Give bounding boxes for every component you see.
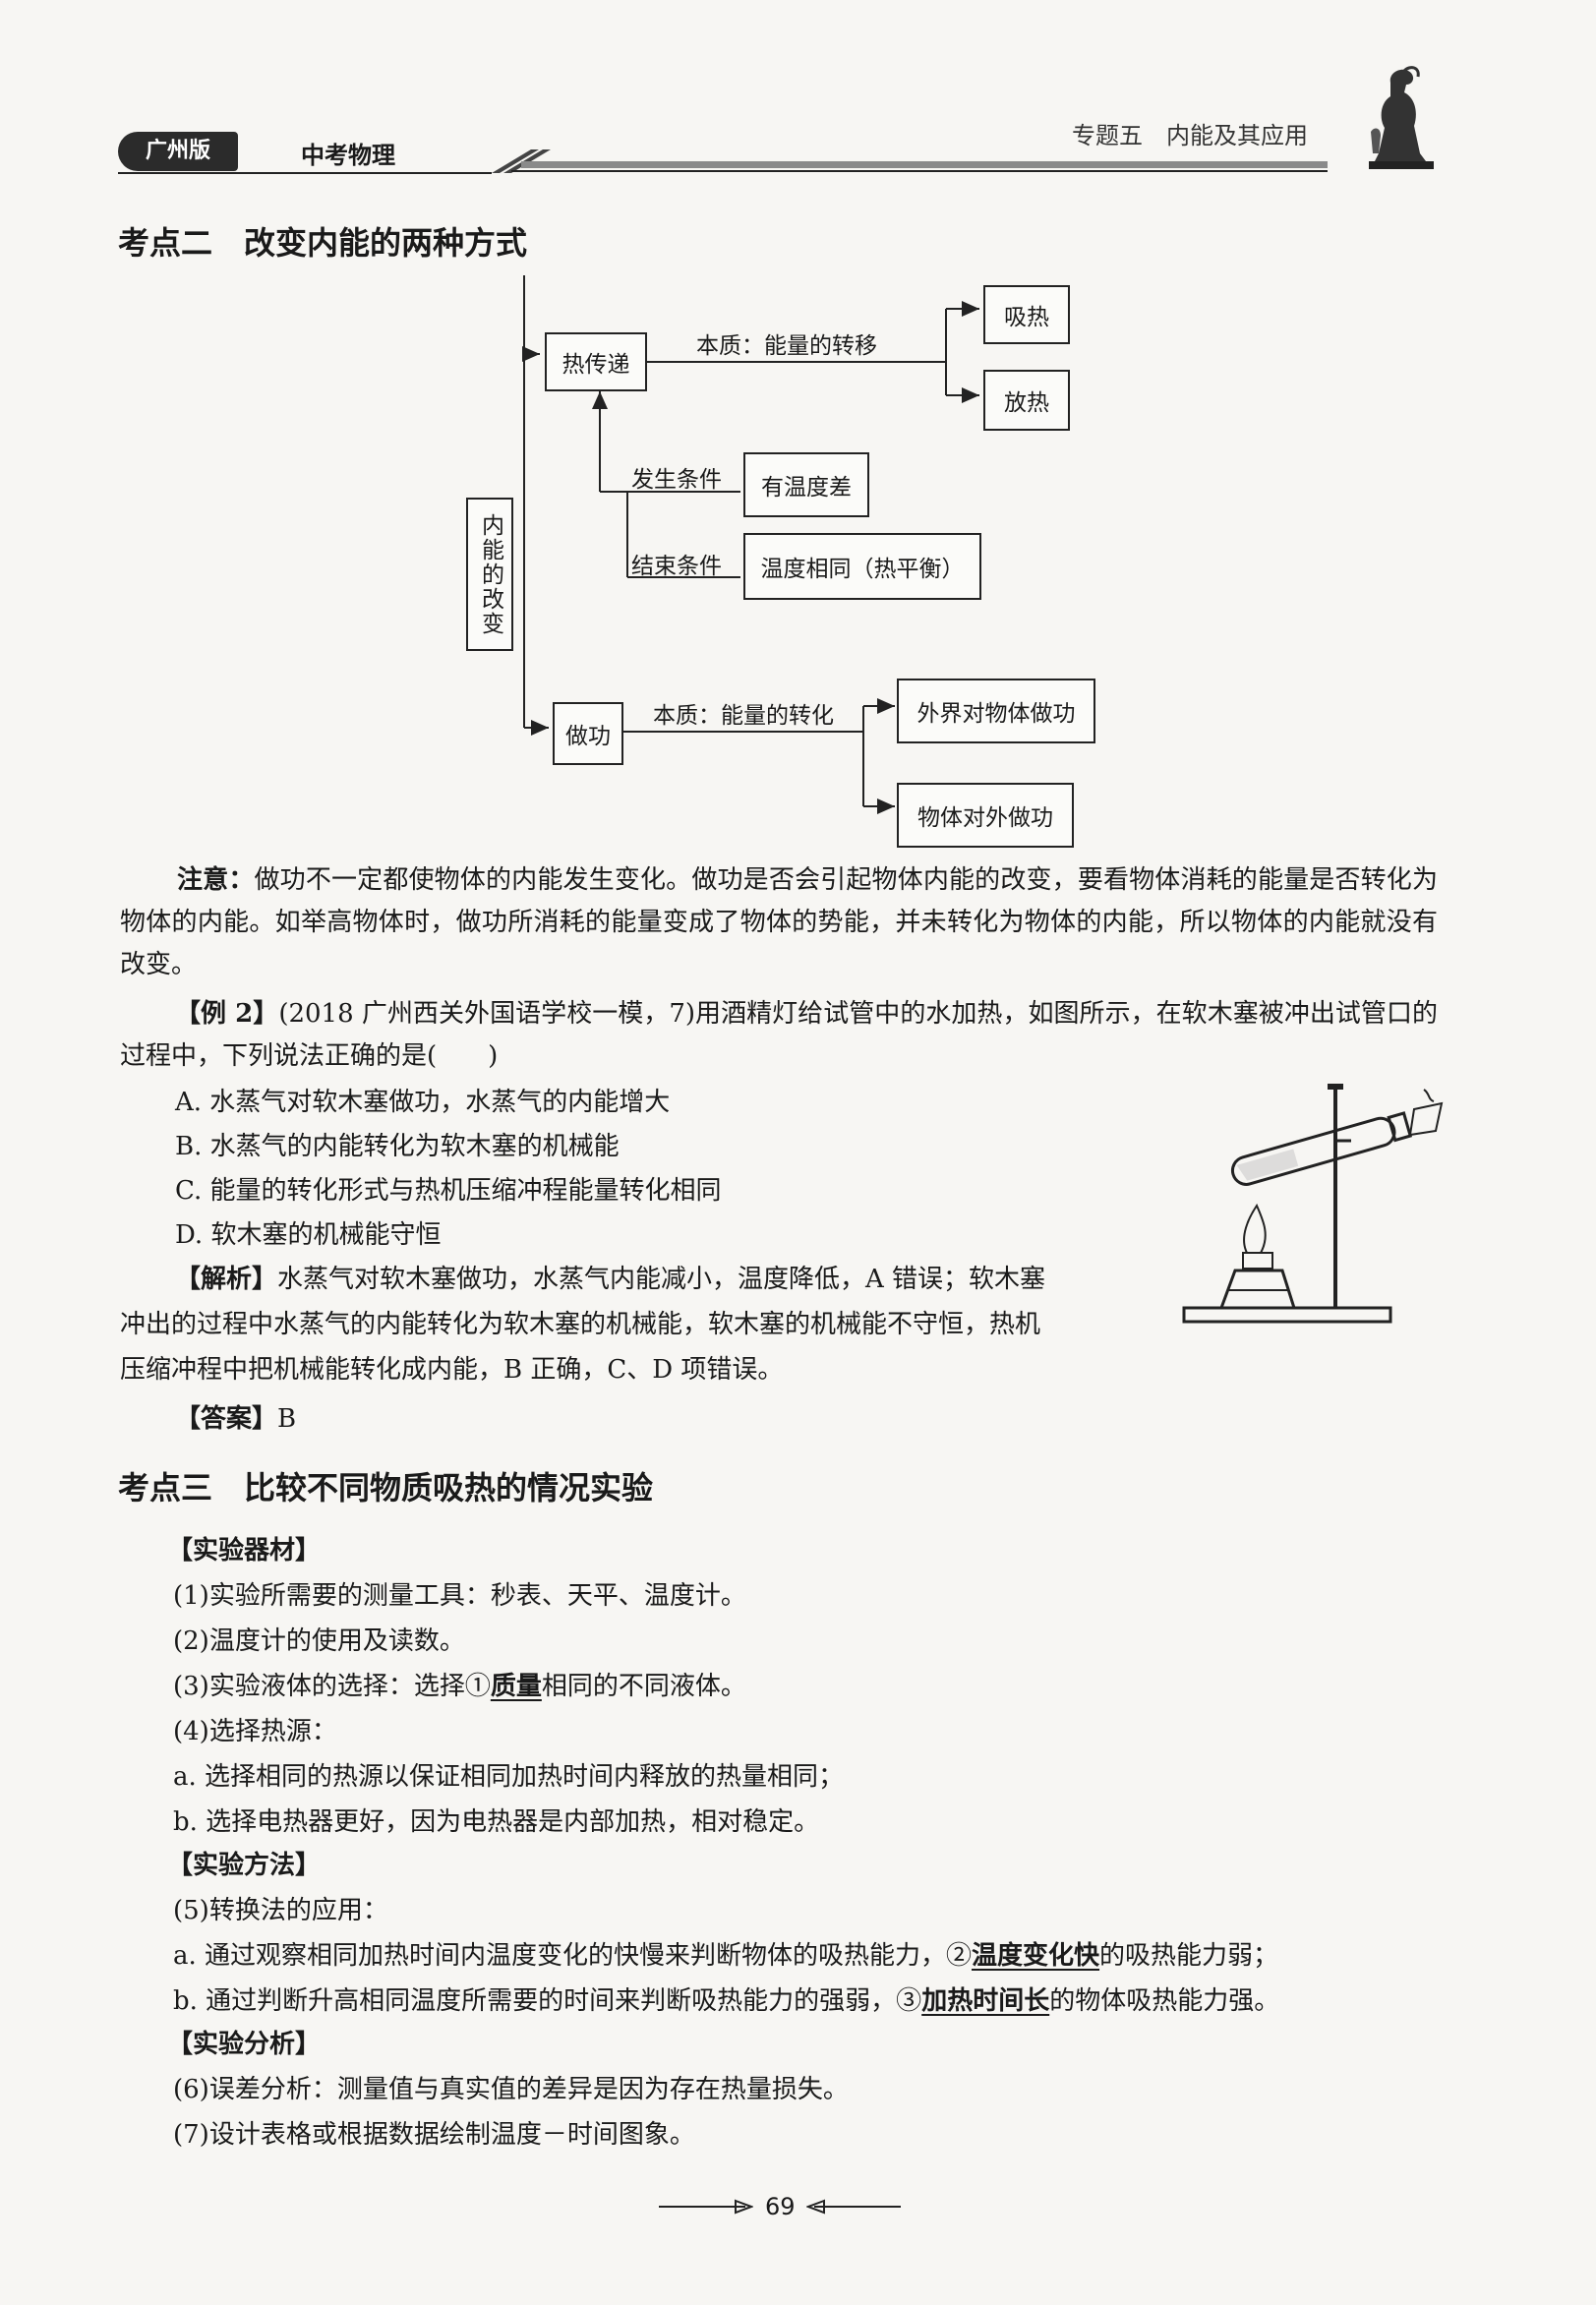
external-work-on-object-label: 外界对物体做功 xyxy=(916,701,1076,727)
temperature-difference-label: 有温度差 xyxy=(761,475,852,501)
materials-heading: 【实验器材】 xyxy=(167,1536,322,1566)
option-d: D. 软木塞的机械能守恒 xyxy=(175,1220,442,1250)
heat-transfer-essence: 本质：能量的转移 xyxy=(696,333,877,359)
object-does-work-box: 物体对外做功 xyxy=(897,783,1074,848)
diagram-connectors xyxy=(522,275,979,814)
topic-title: 专题五 内能及其应用 xyxy=(1072,122,1308,149)
item-3-key: 质量 xyxy=(490,1672,542,1701)
answer-value: B xyxy=(277,1404,297,1434)
item-5a-pre: a. 通过观察相同加热时间内温度变化的快慢来判断物体的吸热能力，② xyxy=(173,1941,973,1971)
heat-transfer-label: 热传递 xyxy=(562,352,630,378)
option-b: B. 水蒸气的内能转化为软木塞的机械能 xyxy=(175,1132,620,1161)
analysis-line-3: 压缩冲程中把机械能转化成内能，B 正确，C、D 项错误。 xyxy=(120,1355,784,1385)
answer-line: 【答案】B xyxy=(175,1398,296,1435)
note-text: 做功不一定都使物体的内能发生变化。做功是否会引起物体内能的改变，要看物体消耗的能… xyxy=(120,865,1438,979)
end-condition-label: 结束条件 xyxy=(631,554,722,579)
note-label: 注意： xyxy=(177,865,255,895)
item-5b-pre: b. 通过判断升高相同温度所需要的时间来判断吸热能力的强弱，③ xyxy=(173,1986,922,2016)
analysis-text-1: 水蒸气对软木塞做功，水蒸气内能减小，温度降低，A 错误；软木塞 xyxy=(277,1265,1046,1294)
release-heat-box: 放热 xyxy=(983,370,1070,431)
ram-statue-logo-icon xyxy=(1369,66,1434,169)
release-heat-label: 放热 xyxy=(1004,390,1049,416)
item-2: (2)温度计的使用及读数。 xyxy=(173,1626,465,1656)
item-1: (1)实验所需要的测量工具：秒表、天平、温度计。 xyxy=(173,1581,746,1611)
item-6: (6)误差分析：测量值与真实值的差异是因为存在热量损失。 xyxy=(173,2075,849,2104)
edition-badge: 广州版 xyxy=(118,132,238,171)
alcohol-lamp-test-tube-apparatus-icon xyxy=(1182,1084,1444,1324)
section-title-2: 考点二 改变内能的两种方式 xyxy=(118,224,528,262)
temperature-difference-box: 有温度差 xyxy=(743,452,869,517)
item-4: (4)选择热源： xyxy=(173,1717,337,1746)
example-question: 【例 2】(2018 广州西关外国语学校一模，7)用酒精灯给试管中的水加热，如图… xyxy=(120,993,1438,1078)
option-a: A. 水蒸气对软木塞做功，水蒸气的内能增大 xyxy=(175,1088,671,1117)
analysis-heading: 【实验分析】 xyxy=(167,2030,322,2059)
page-number-ornament-right xyxy=(806,2199,901,2215)
item-7: (7)设计表格或根据数据绘制温度－时间图象。 xyxy=(173,2120,695,2150)
item-5b-post: 的物体吸热能力强。 xyxy=(1049,1986,1280,2016)
item-5b: b. 通过判断升高相同温度所需要的时间来判断吸热能力的强弱，③加热时间长的物体吸… xyxy=(173,1980,1279,2017)
thermal-equilibrium-label: 温度相同（热平衡） xyxy=(760,557,965,582)
item-5a-post: 的吸热能力弱； xyxy=(1099,1941,1279,1971)
method-heading: 【实验方法】 xyxy=(167,1851,322,1880)
item-5b-key: 加热时间长 xyxy=(921,1986,1050,2016)
analysis-line-1: 【解析】水蒸气对软木塞做功，水蒸气内能减小，温度降低，A 错误；软木塞 xyxy=(175,1259,1045,1295)
diagram-root-box: 内能的改变 xyxy=(466,498,513,651)
example-question-text: (2018 广州西关外国语学校一模，7)用酒精灯给试管中的水加热，如图所示，在软… xyxy=(120,999,1438,1071)
diagram-root-label: 内能的改变 xyxy=(477,512,503,636)
start-condition-label: 发生条件 xyxy=(631,467,722,493)
answer-label: 【答案】 xyxy=(175,1404,278,1434)
work-label: 做功 xyxy=(565,724,611,749)
example-label: 【例 2】 xyxy=(175,999,279,1029)
item-5: (5)转换法的应用： xyxy=(173,1896,388,1925)
analysis-label: 【解析】 xyxy=(175,1265,278,1294)
item-5a-key: 温度变化快 xyxy=(972,1941,1100,1971)
thermal-equilibrium-box: 温度相同（热平衡） xyxy=(743,533,981,600)
item-3: (3)实验液体的选择：选择①质量相同的不同液体。 xyxy=(173,1666,746,1702)
item-4b: b. 选择电热器更好，因为电热器是内部加热，相对稳定。 xyxy=(173,1807,820,1837)
subject-title: 中考物理 xyxy=(301,142,395,169)
absorb-heat-box: 吸热 xyxy=(983,285,1070,344)
absorb-heat-label: 吸热 xyxy=(1004,305,1049,330)
page-number: 69 xyxy=(765,2193,796,2220)
note-paragraph: 注意：做功不一定都使物体的内能发生变化。做功是否会引起物体内能的改变，要看物体消… xyxy=(120,859,1438,986)
item-3-pre: (3)实验液体的选择：选择① xyxy=(173,1672,491,1701)
heat-transfer-box: 热传递 xyxy=(545,332,647,391)
section-title-3: 考点三 比较不同物质吸热的情况实验 xyxy=(118,1469,654,1507)
work-box: 做功 xyxy=(553,702,623,765)
item-4a: a. 选择相同的热源以保证相同加热时间内释放的热量相同； xyxy=(173,1762,845,1792)
item-5a: a. 通过观察相同加热时间内温度变化的快慢来判断物体的吸热能力，②温度变化快的吸… xyxy=(173,1935,1278,1972)
concept-diagram: 内能的改变 热传递 本质：能量的转移 吸热 放热 发生条件 有温度差 结束条件 … xyxy=(452,275,1121,856)
object-does-work-label: 物体对外做功 xyxy=(917,805,1053,831)
header-rule xyxy=(118,149,1328,174)
external-work-on-object-box: 外界对物体做功 xyxy=(897,679,1095,743)
option-c: C. 能量的转化形式与热机压缩冲程能量转化相同 xyxy=(175,1176,722,1206)
analysis-line-2: 冲出的过程中水蒸气的内能转化为软木塞的机械能，软木塞的机械能不守恒，热机 xyxy=(120,1310,1041,1339)
work-essence: 本质：能量的转化 xyxy=(653,703,834,729)
item-3-post: 相同的不同液体。 xyxy=(541,1672,746,1701)
page-number-ornament-left xyxy=(659,2199,753,2215)
